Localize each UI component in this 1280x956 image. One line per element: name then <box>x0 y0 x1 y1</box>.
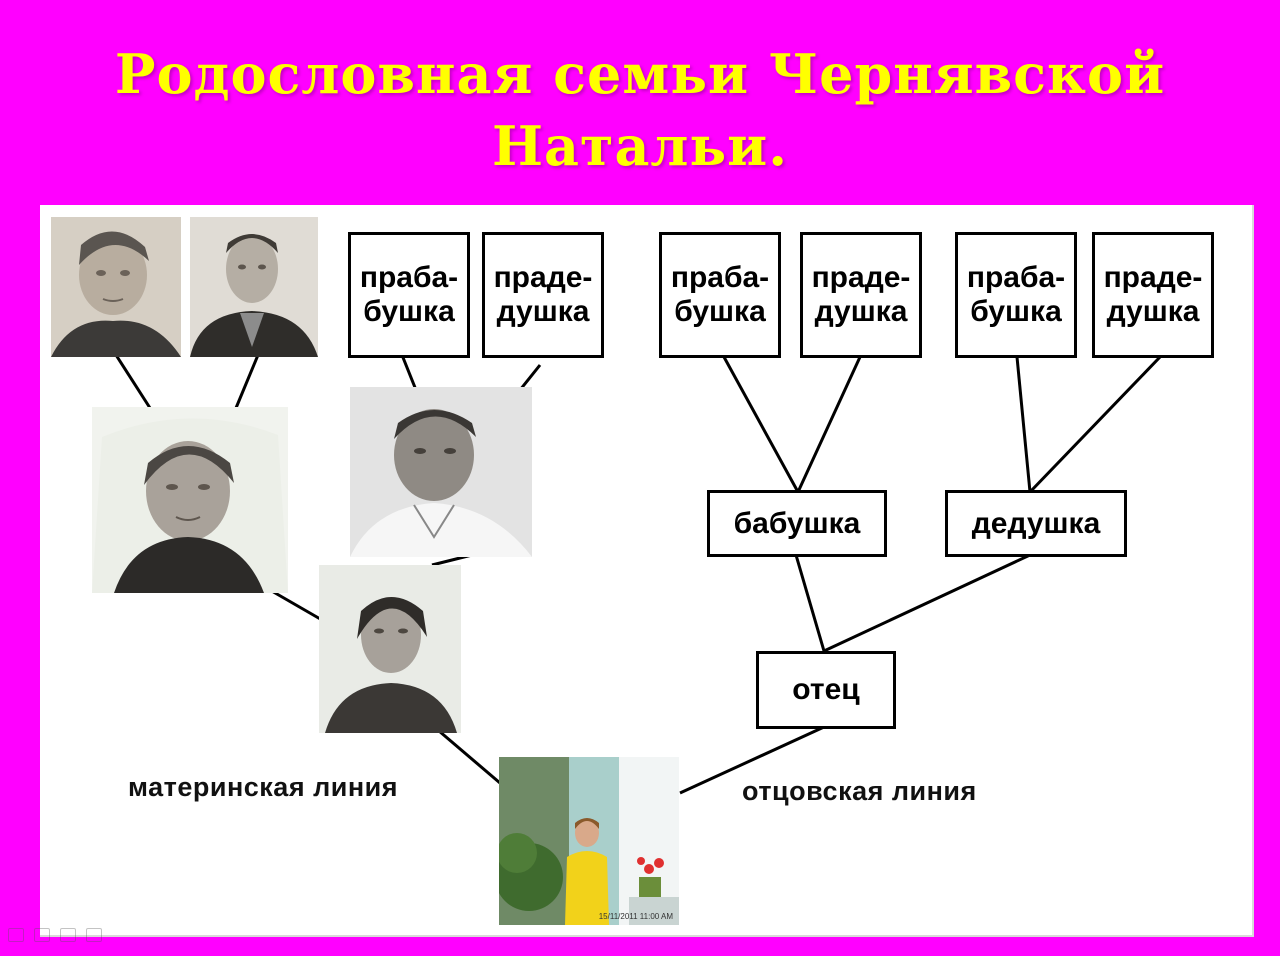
connector-line <box>722 356 800 493</box>
connector-line <box>431 723 501 785</box>
box-great-grandmother-paternal-1: праба- бушка <box>659 232 781 358</box>
box-father: отец <box>756 651 896 729</box>
pen-icon[interactable] <box>34 928 50 942</box>
photo-grandmother-maternal <box>92 407 288 593</box>
box-great-grandfather-paternal-1: праде- душка <box>800 232 922 358</box>
connector-line <box>269 588 323 622</box>
child-photo-timestamp: 15/11/2011 11:00 AM <box>598 912 673 921</box>
page-title: Родословная семьи Чернявской Натальи. <box>0 38 1280 182</box>
photo-grandfather-maternal <box>350 387 532 557</box>
box-text: отец <box>792 673 860 706</box>
portrait-man <box>190 217 318 357</box>
connector-line <box>400 354 418 391</box>
box-great-grandmother-paternal-2: праба- бушка <box>955 232 1077 358</box>
box-text-line: душка <box>1106 295 1200 328</box>
box-text-line: праде- <box>1103 261 1203 294</box>
photo-child: 15/11/2011 11:00 AM <box>499 757 679 925</box>
connector-line <box>234 354 260 409</box>
portrait-woman <box>92 407 288 593</box>
next-slide-icon[interactable] <box>86 928 102 942</box>
connector-line <box>518 364 542 391</box>
box-great-grandfather-maternal: праде- душка <box>482 232 604 358</box>
label-maternal-line: материнская линия <box>128 772 398 802</box>
box-text-line: праде- <box>493 261 593 294</box>
slide-nav-controls[interactable] <box>8 928 102 942</box>
photo-mother <box>319 565 461 733</box>
photo-great-grandfather <box>190 217 318 357</box>
title-line-2: Натальи. <box>491 114 789 178</box>
box-text: бабушка <box>733 506 861 540</box>
box-text-line: праба- <box>966 261 1066 294</box>
title-line-1: Родословная семьи Чернявской <box>114 42 1166 106</box>
connector-line <box>794 554 826 652</box>
box-text-line: праде- <box>811 261 911 294</box>
box-text-line: бушка <box>363 295 455 328</box>
label-paternal-line: отцовская линия <box>742 776 977 806</box>
connector-line <box>796 356 862 493</box>
box-text-line: праба- <box>670 261 770 294</box>
prev-slide-icon[interactable] <box>8 928 24 942</box>
portrait-girl <box>499 757 679 925</box>
family-tree-panel: праба- бушка праде- душка праба- бушка п… <box>40 205 1254 937</box>
box-text-line: бушка <box>970 295 1062 328</box>
box-text-line: праба- <box>359 261 459 294</box>
box-grandmother-paternal: бабушка <box>707 490 887 557</box>
box-grandfather-paternal: дедушка <box>945 490 1127 557</box>
box-great-grandmother-maternal: праба- бушка <box>348 232 470 358</box>
slide-menu-icon[interactable] <box>60 928 76 942</box>
box-great-grandfather-paternal-2: праде- душка <box>1092 232 1214 358</box>
box-text-line: душка <box>496 295 590 328</box>
photo-great-grandmother <box>51 217 181 357</box>
connector-line <box>1028 355 1162 494</box>
box-text: дедушка <box>971 506 1101 540</box>
connector-line <box>823 553 1031 653</box>
portrait-woman-young <box>319 565 461 733</box>
box-text-line: бушка <box>674 295 766 328</box>
box-text-line: душка <box>814 295 908 328</box>
connector-line <box>1015 356 1032 493</box>
connector-line <box>114 354 152 409</box>
connector-line <box>679 725 825 795</box>
portrait-man <box>350 387 532 557</box>
portrait-woman-elderly <box>51 217 181 357</box>
